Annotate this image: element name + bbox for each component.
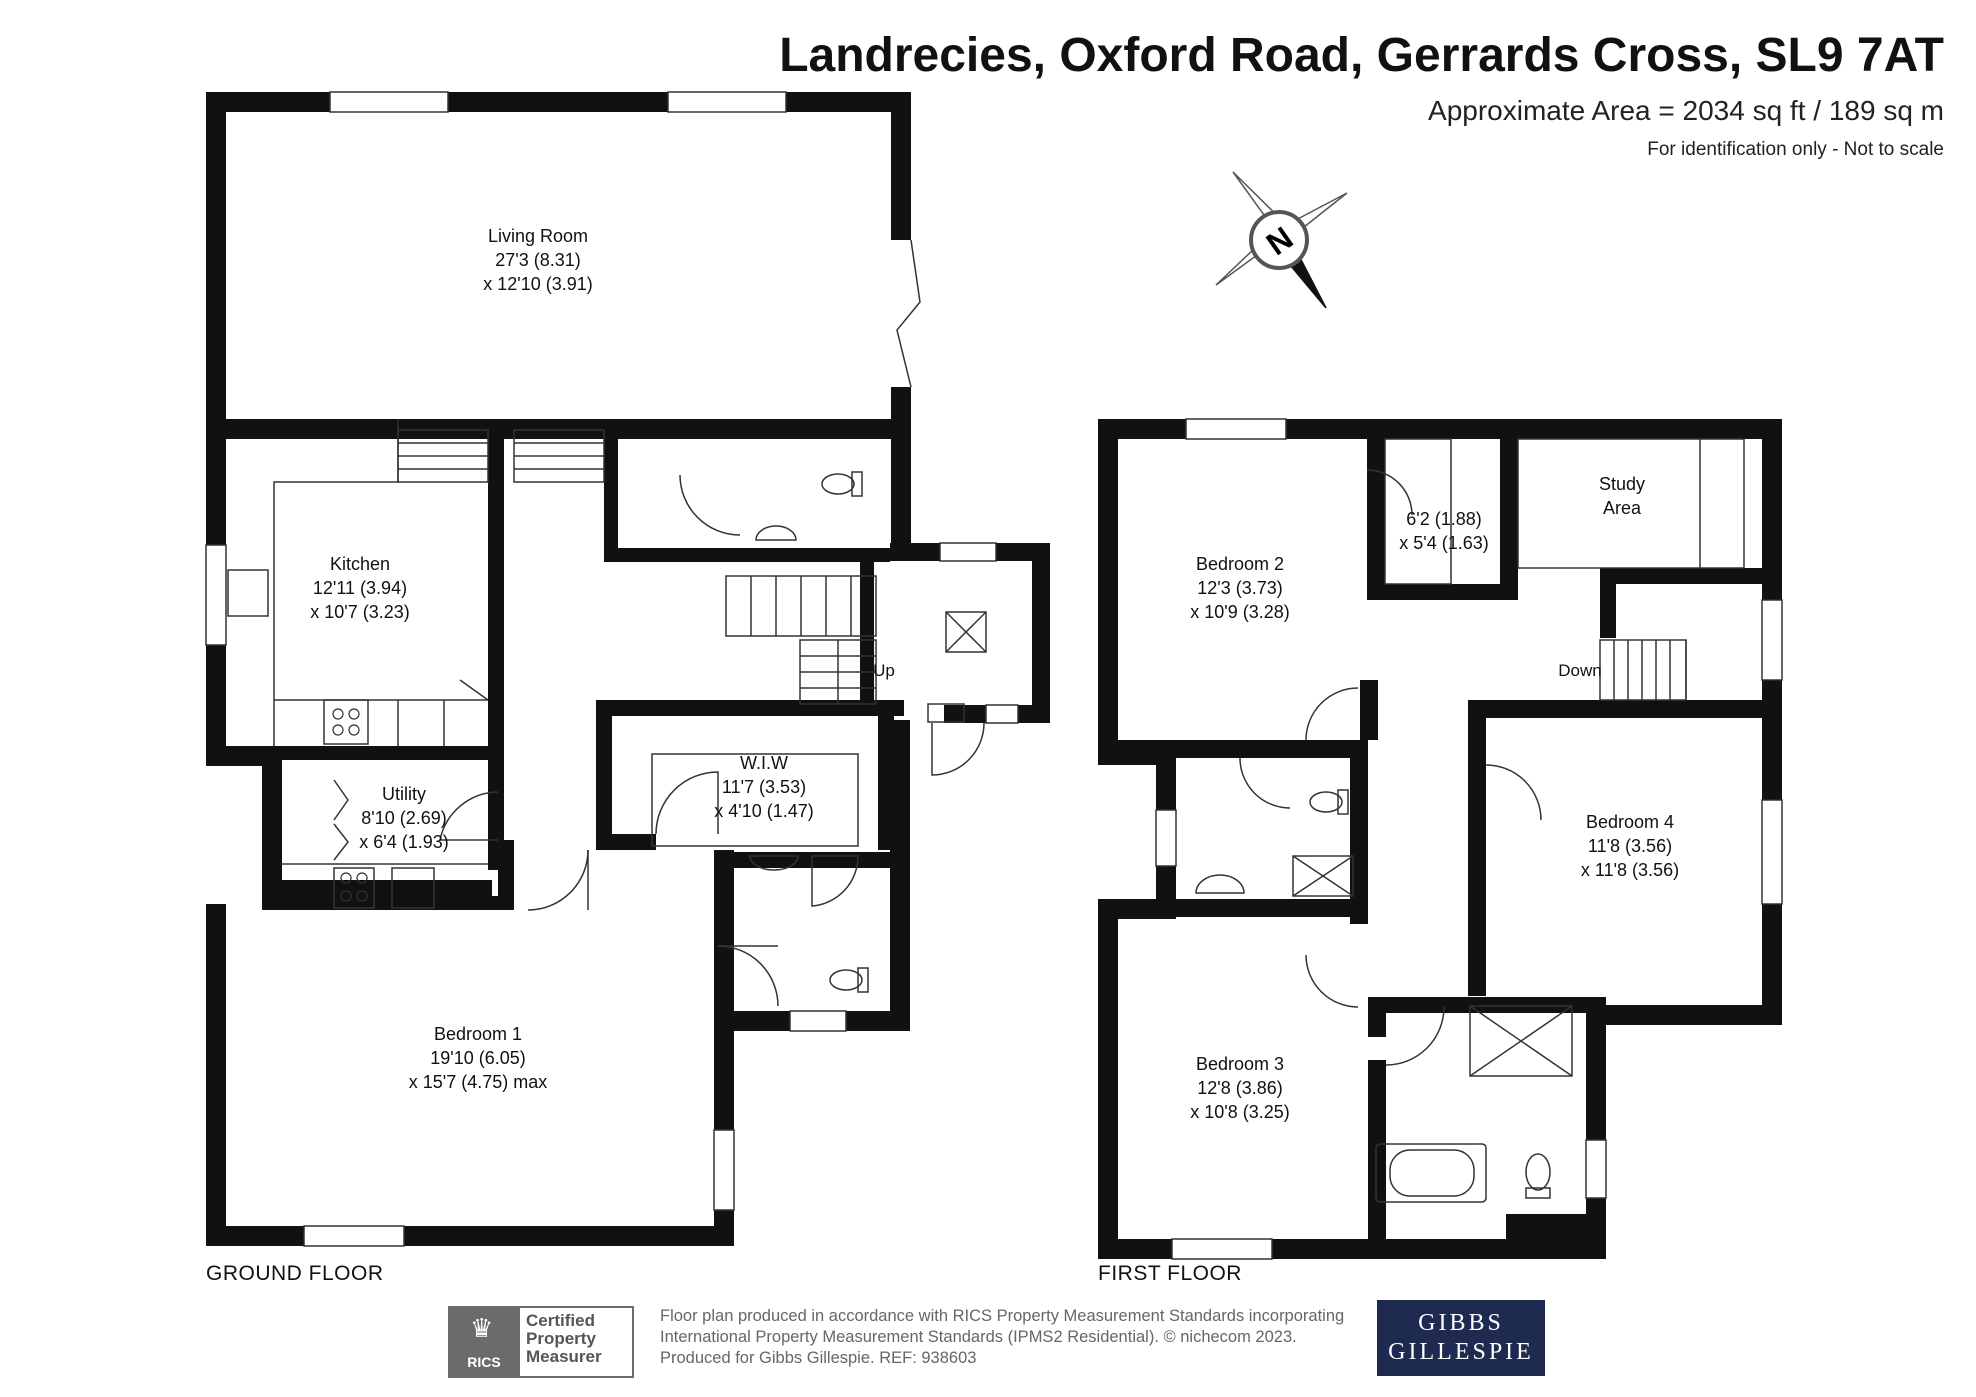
- utility-name: Utility: [382, 784, 426, 804]
- certified-line-3: Measurer: [526, 1347, 602, 1366]
- kitchen-dim1: 12'11 (3.94): [313, 578, 407, 598]
- rics-badge-text: RICS: [467, 1354, 501, 1370]
- wiw-dim2: x 4'10 (1.47): [714, 801, 814, 821]
- note-line-2: International Property Measurement Stand…: [660, 1328, 1297, 1346]
- compass-icon: N: [1215, 171, 1348, 309]
- utility-dim2: x 6'4 (1.93): [359, 832, 448, 852]
- kitchen-name: Kitchen: [330, 554, 390, 574]
- measurement-note: Floor plan produced in accordance with R…: [660, 1306, 1380, 1369]
- ground-floor-label: GROUND FLOOR: [206, 1262, 384, 1285]
- certified-line-1: Certified: [526, 1311, 595, 1330]
- bedroom4-name: Bedroom 4: [1586, 812, 1674, 832]
- bedroom3-name: Bedroom 3: [1196, 1054, 1284, 1074]
- disclaimer: For identification only - Not to scale: [1647, 139, 1944, 160]
- certified-line-2: Property: [526, 1329, 596, 1348]
- rics-crest-icon: ♛: [470, 1314, 494, 1344]
- wiw-name: W.I.W: [740, 753, 788, 773]
- brand-line-2: GILLESPIE: [1388, 1339, 1534, 1365]
- bedroom4-dim2: x 11'8 (3.56): [1581, 860, 1679, 880]
- utility-dim1: 8'10 (2.69): [361, 808, 447, 828]
- first-floor-label: FIRST FLOOR: [1098, 1262, 1242, 1285]
- bedroom2-dim2: x 10'9 (3.28): [1190, 602, 1290, 622]
- small-room-dim2: x 5'4 (1.63): [1399, 533, 1488, 553]
- down-label: Down: [1558, 661, 1601, 680]
- brand-line-1: GIBBS: [1418, 1310, 1504, 1336]
- certified-property-measurer-badge: Certified Property Measurer: [514, 1306, 634, 1378]
- approximate-area: Approximate Area = 2034 sq ft / 189 sq m: [1428, 95, 1944, 126]
- ground-floor-plan: Living Room 27'3 (8.31) x 12'10 (3.91) K…: [205, 91, 1050, 1247]
- living-room-dim1: 27'3 (8.31): [495, 250, 581, 270]
- bedroom1-dim1: 19'10 (6.05): [430, 1048, 526, 1068]
- study-area-name2: Area: [1603, 498, 1642, 518]
- first-floor-plan: Bedroom 2 12'3 (3.73) x 10'9 (3.28) 6'2 …: [1098, 418, 1783, 1260]
- bedroom1-name: Bedroom 1: [434, 1024, 522, 1044]
- living-room-name: Living Room: [488, 226, 588, 246]
- living-room-dim2: x 12'10 (3.91): [483, 274, 593, 294]
- bedroom2-name: Bedroom 2: [1196, 554, 1284, 574]
- small-room-dim1: 6'2 (1.88): [1406, 509, 1481, 529]
- bedroom3-dim2: x 10'8 (3.25): [1190, 1102, 1290, 1122]
- bedroom3-dim1: 12'8 (3.86): [1197, 1078, 1283, 1098]
- note-line-3: Produced for Gibbs Gillespie. REF: 93860…: [660, 1349, 977, 1367]
- bedroom2-dim1: 12'3 (3.73): [1197, 578, 1283, 598]
- up-label: Up: [873, 661, 895, 680]
- rics-logo: ♛ RICS: [448, 1306, 520, 1378]
- wiw-dim1: 11'7 (3.53): [722, 777, 806, 797]
- page-title: Landrecies, Oxford Road, Gerrards Cross,…: [779, 29, 1944, 82]
- bedroom1-dim2: x 15'7 (4.75) max: [409, 1072, 548, 1092]
- bedroom4-dim1: 11'8 (3.56): [1588, 836, 1672, 856]
- study-area-name1: Study: [1599, 474, 1645, 494]
- note-line-1: Floor plan produced in accordance with R…: [660, 1307, 1345, 1325]
- kitchen-dim2: x 10'7 (3.23): [310, 602, 410, 622]
- gibbs-gillespie-logo: GIBBS GILLESPIE: [1377, 1300, 1545, 1376]
